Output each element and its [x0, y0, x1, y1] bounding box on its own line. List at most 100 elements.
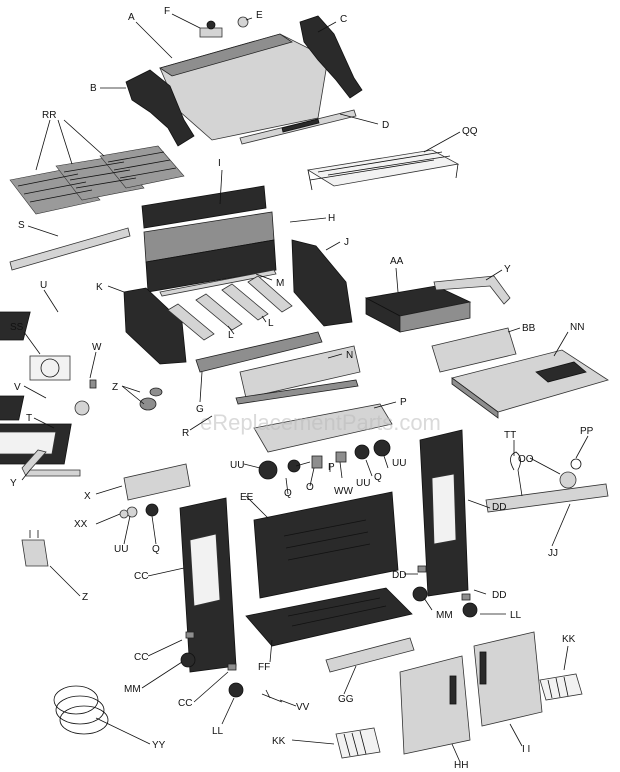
hose-part — [53, 685, 109, 735]
callout-R: R — [182, 428, 189, 439]
basket-right-part — [539, 673, 583, 701]
callout-MM-left: MM — [124, 684, 141, 695]
callout-UU-right: UU — [392, 458, 406, 469]
side-shelf-handle-left-part — [21, 449, 81, 477]
callout-GG: GG — [338, 694, 354, 705]
callout-II: I I — [522, 744, 530, 755]
callout-D: D — [382, 120, 389, 131]
control-knobs-part — [126, 439, 391, 518]
bezel-part — [199, 20, 223, 38]
callout-T: T — [26, 413, 32, 424]
callout-N: N — [346, 350, 353, 361]
callout-DD-bottom: DD — [492, 590, 506, 601]
callout-E: E — [256, 10, 263, 21]
front-trim-part — [325, 637, 415, 673]
callout-DD-mid: DD — [392, 570, 406, 581]
lid-handle-part — [239, 109, 357, 145]
callout-XX: XX — [74, 519, 88, 530]
callout-YY: YY — [152, 740, 166, 751]
control-panel-part — [239, 345, 361, 399]
callout-H: H — [328, 213, 335, 224]
right-cart-leg-part — [419, 429, 469, 597]
heat-shield-bar-part — [9, 227, 131, 271]
right-end-panel-part — [291, 239, 353, 327]
callout-Z-top: Z — [112, 382, 118, 393]
callout-I: I — [218, 158, 221, 169]
callout-Q-mid: Q — [284, 488, 292, 499]
callout-V: V — [14, 382, 21, 393]
callout-U: U — [40, 280, 47, 291]
callout-EE: EE — [240, 492, 254, 503]
side-burner-housing-part — [0, 423, 72, 465]
callout-SS: SS — [10, 322, 24, 333]
callout-BB: BB — [522, 323, 536, 334]
left-cart-leg-part — [179, 497, 237, 673]
side-burner-valve-part — [139, 387, 163, 411]
callout-CC-mid: CC — [134, 652, 148, 663]
hook-pin-part — [570, 458, 582, 470]
callout-CC-bottom: CC — [178, 698, 192, 709]
warming-rack-part — [306, 149, 460, 191]
callout-Q-bottom: Q — [152, 544, 160, 555]
shelf-trim-part — [431, 327, 517, 373]
front-control-panel-part — [253, 403, 393, 453]
lid-part — [159, 33, 329, 141]
callout-C: C — [340, 14, 347, 25]
firebox-part — [143, 211, 277, 293]
thermometer-part — [237, 16, 249, 28]
hook-part — [510, 451, 523, 497]
side-burner-fitting-part — [89, 379, 97, 389]
callout-UU-left: UU — [230, 460, 244, 471]
valve-manifold-part — [235, 379, 359, 405]
callout-P-mid: P — [328, 462, 335, 473]
side-burner-cover-part — [0, 311, 31, 341]
callout-K: K — [96, 282, 103, 293]
callout-O: O — [306, 482, 314, 493]
callout-PP: PP — [580, 426, 594, 437]
left-end-panel-part — [123, 287, 187, 365]
callout-Z-bottom: Z — [82, 592, 88, 603]
callout-UU-bottom: UU — [114, 544, 128, 555]
callout-CC-top: CC — [134, 571, 148, 582]
callout-MM-right: MM — [436, 610, 453, 621]
bottom-shelf-part — [245, 587, 413, 647]
callout-TT: TT — [504, 430, 516, 441]
callout-KK-right: KK — [562, 634, 576, 645]
side-shelf-handle-right-part — [433, 275, 511, 305]
callout-Y-right: Y — [504, 264, 511, 275]
callout-W: W — [92, 342, 102, 353]
callout-LL-left: LL — [212, 726, 224, 737]
callout-M: M — [276, 278, 284, 289]
igniter-parts — [311, 451, 347, 469]
lid-end-cap-right — [299, 15, 363, 99]
callout-F: F — [164, 6, 170, 17]
basket-left-part — [335, 727, 381, 759]
callout-A: A — [128, 12, 135, 23]
screw-part — [261, 689, 283, 703]
callout-OO: OO — [518, 454, 534, 465]
cup-part — [559, 471, 577, 489]
callout-KK-left: KK — [272, 736, 286, 747]
callout-P-right: P — [400, 397, 407, 408]
burner-tubes-part — [167, 275, 293, 341]
regulator-part — [21, 530, 49, 567]
side-burner-head-part — [0, 395, 90, 421]
callout-B: B — [90, 83, 97, 94]
rear-panel-part — [141, 185, 267, 229]
callout-Q-right: Q — [374, 472, 382, 483]
leader-lines — [21, 13, 589, 763]
callout-L-right: L — [268, 318, 274, 329]
left-door-part — [399, 655, 471, 755]
washer-part — [119, 509, 129, 519]
callout-labels: A F E C B D RR QQ I H S J AA Y M K U L L… — [10, 6, 594, 771]
lid-end-cap-left — [125, 69, 195, 147]
cart-back-panel-part — [253, 491, 399, 599]
side-burner-grate-part — [29, 355, 71, 381]
callout-NN: NN — [570, 322, 584, 333]
callout-QQ: QQ — [462, 126, 478, 137]
callout-DD-top: DD — [492, 502, 506, 513]
callout-AA: AA — [390, 256, 404, 267]
side-shelf-trim-part — [123, 463, 191, 501]
callout-RR: RR — [42, 110, 56, 121]
